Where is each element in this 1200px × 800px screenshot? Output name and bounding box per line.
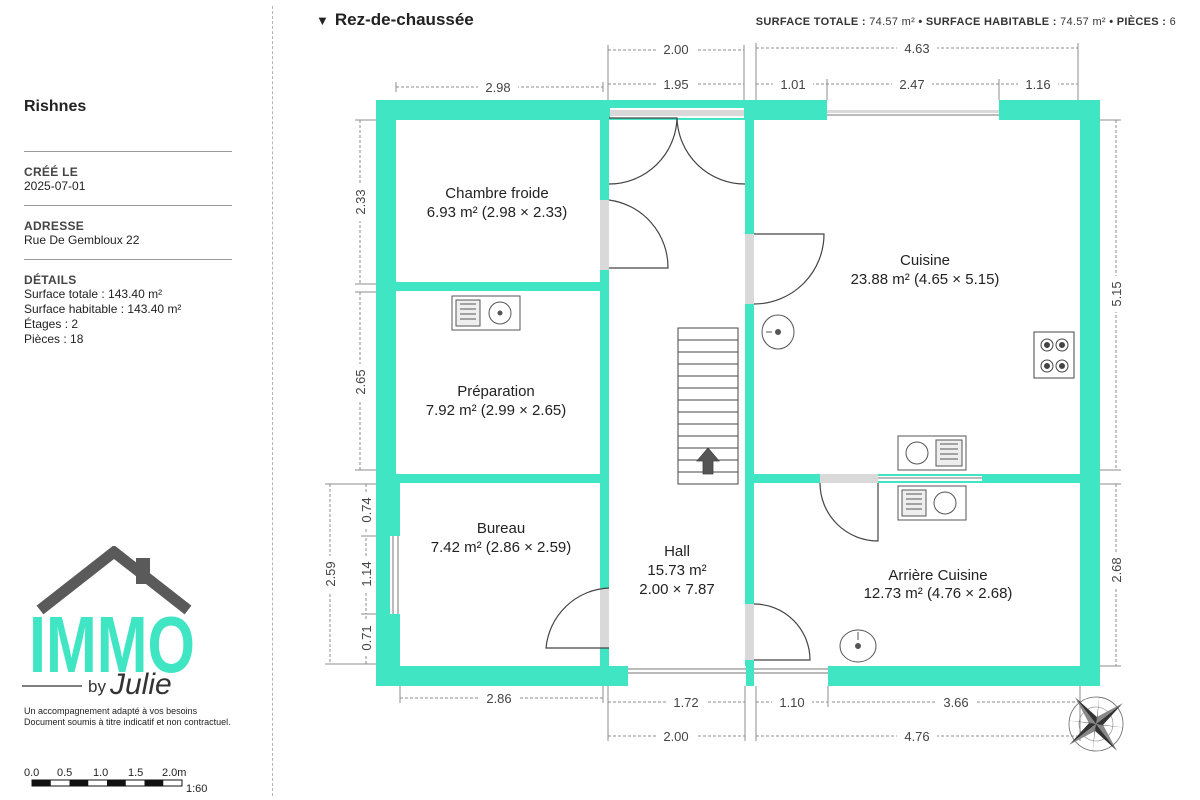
sink-preparation-icon [451, 295, 521, 331]
stove-icon [1033, 331, 1075, 379]
room-hall-name: Hall [664, 543, 690, 560]
rooms-count-label: PIÈCES : [1116, 16, 1167, 28]
room-hall-dims: 2.00 × 7.87 [639, 581, 714, 598]
caret-down-icon[interactable]: ▼ [316, 13, 329, 28]
scale-tick-1: 1.0 [93, 767, 108, 779]
room-bureau-name: Bureau [477, 520, 525, 537]
floor-surface-summary: SURFACE TOTALE : 74.57 m² • SURFACE HABI… [755, 16, 1176, 28]
dim-bottom-bureau: 2.86 [486, 691, 511, 706]
dim-right-cuisine: 5.15 [1109, 281, 1124, 306]
logo-by-text: by [88, 677, 106, 696]
washbasin-cuisine-icon [761, 314, 795, 350]
door-swings [545, 117, 879, 661]
tagline: Un accompagnement adapté à vos besoins [24, 706, 198, 716]
dim-left-bureau-top: 0.74 [359, 497, 374, 522]
dimension-ticks [325, 43, 1121, 741]
dim-bottom-hall-total: 2.00 [663, 729, 688, 744]
dim-left-bureau-total: 2.59 [323, 561, 338, 586]
dim-top-cuisine-right: 1.16 [1025, 77, 1050, 92]
room-labels: Chambre froide 6.93 m² (2.98 × 2.33) Pré… [426, 185, 1013, 602]
surface-total-value: 74.57 m² [869, 16, 916, 28]
room-hall-area: 15.73 m² [647, 562, 706, 579]
scale-tick-2: 2.0m [162, 767, 186, 779]
scale-bar: 0.0 0.5 1.0 1.5 2.0m 1:60 [24, 767, 207, 795]
sink-cuisine-icon [897, 435, 967, 471]
details-pieces: Pièces : 18 [24, 332, 84, 346]
dim-left-bureau-bottom: 0.71 [359, 625, 374, 650]
divider [24, 205, 232, 206]
dim-left-bureau-window: 1.14 [359, 561, 374, 586]
logo-name-text: Julie [109, 668, 172, 701]
floor-title[interactable]: ▼ Rez-de-chaussée [316, 10, 474, 30]
room-cuisine-name: Cuisine [900, 252, 950, 269]
sidebar: Rishnes CRÉÉ LE 2025-07-01 ADRESSE Rue D… [0, 0, 272, 800]
sink-arriere-cuisine-icon [897, 485, 967, 521]
dim-left-preparation: 2.65 [353, 369, 368, 394]
dim-top-hall-inner: 1.95 [663, 77, 688, 92]
dim-top-chambre: 2.98 [485, 80, 510, 95]
room-bureau-area: 7.42 m² (2.86 × 2.59) [431, 539, 572, 556]
dim-bottom-arriere-total: 4.76 [904, 729, 929, 744]
address-value: Rue De Gembloux 22 [24, 233, 140, 247]
room-chambre-froide-name: Chambre froide [445, 185, 548, 202]
details-etages: Étages : 2 [24, 317, 79, 331]
scale-tick-0: 0.0 [24, 767, 39, 779]
floor-title-text: Rez-de-chaussée [334, 10, 474, 29]
details-surface-habitable: Surface habitable : 143.40 m² [24, 302, 182, 316]
sidebar-separator [272, 6, 273, 796]
scale-tick-0-5: 0.5 [57, 767, 72, 779]
disclaimer: Document soumis à titre indicatif et non… [24, 717, 231, 727]
dim-bottom-arriere-right: 3.66 [943, 695, 968, 710]
rooms-count-value: 6 [1169, 16, 1176, 28]
dim-top-hall-outer: 2.00 [663, 42, 688, 57]
dim-top-cuisine-left: 1.01 [780, 77, 805, 92]
dim-top-cuisine-total: 4.63 [904, 41, 929, 56]
compass-rose-icon [1067, 695, 1125, 753]
openings [390, 100, 999, 686]
room-preparation-name: Préparation [457, 383, 535, 400]
room-arriere-cuisine-name: Arrière Cuisine [888, 567, 987, 584]
dim-right-arriere: 2.68 [1109, 557, 1124, 582]
surface-total-label: SURFACE TOTALE : [755, 16, 866, 28]
tagline-block: Un accompagnement adapté à vos besoins D… [24, 706, 254, 728]
room-chambre-froide-area: 6.93 m² (2.98 × 2.33) [427, 204, 568, 221]
logo-main-text: IMMO [29, 600, 195, 689]
room-cuisine-area: 23.88 m² (4.65 × 5.15) [851, 271, 1000, 288]
room-arriere-cuisine-area: 12.73 m² (4.76 × 2.68) [864, 585, 1013, 602]
dim-left-chambre: 2.33 [353, 189, 368, 214]
project-name: Rishnes [24, 98, 87, 115]
dim-bottom-arriere-left: 1.10 [779, 695, 804, 710]
room-preparation-area: 7.92 m² (2.99 × 2.65) [426, 402, 567, 419]
immo-julie-logo: IMMO by Julie [22, 546, 195, 701]
surface-habitable-value: 74.57 m² [1060, 16, 1106, 28]
scale-tick-1-5: 1.5 [128, 767, 143, 779]
stairs-up-arrow-icon [696, 447, 720, 475]
divider [24, 259, 232, 260]
address-label: ADRESSE [24, 219, 85, 233]
details-surface-totale: Surface totale : 143.40 m² [24, 287, 163, 301]
divider [24, 151, 232, 152]
dim-top-cuisine-window: 2.47 [899, 77, 924, 92]
scale-ratio: 1:60 [186, 783, 207, 795]
dim-bottom-hall-window: 1.72 [673, 695, 698, 710]
washbasin-arriere-cuisine-icon [839, 629, 877, 663]
details-label: DÉTAILS [24, 273, 77, 287]
surface-habitable-label: SURFACE HABITABLE : [925, 16, 1057, 28]
created-value: 2025-07-01 [24, 179, 86, 193]
dimension-labels: 2.98 2.00 1.95 4.63 1.01 2.47 1.16 2.33 … [320, 39, 1126, 745]
created-label: CRÉÉ LE [24, 165, 79, 179]
